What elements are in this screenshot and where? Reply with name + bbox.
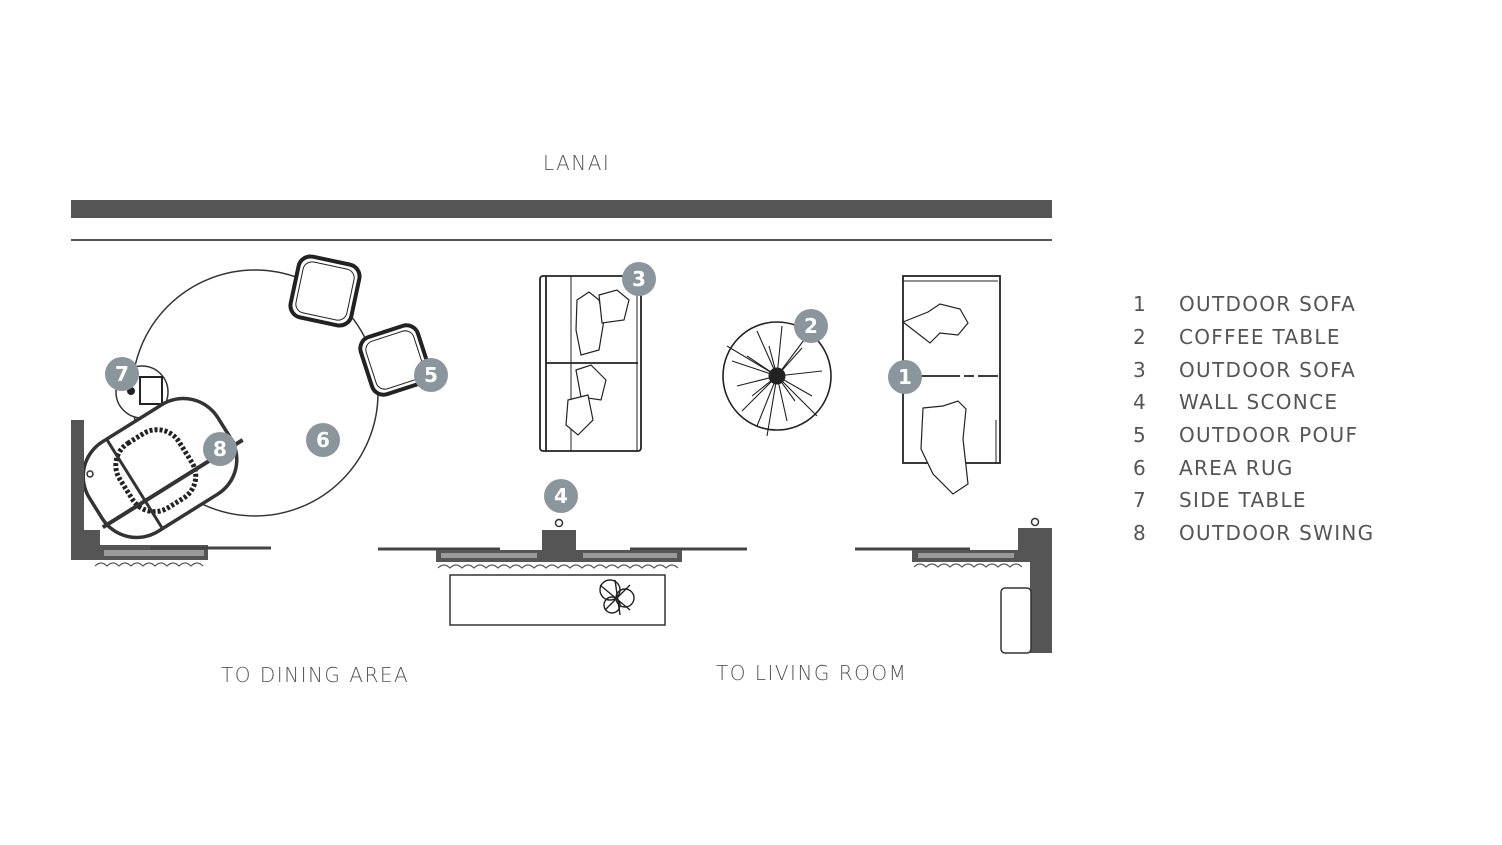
marker-5: 5: [414, 358, 448, 392]
legend-item: 4 WALL SCONCE: [1133, 386, 1374, 419]
console-plant: [599, 579, 635, 616]
marker-3: 3: [622, 262, 656, 296]
left-wall: [71, 420, 208, 560]
legend-number: 8: [1133, 521, 1148, 546]
outdoor-pouf-b: [358, 323, 432, 397]
legend-number: 5: [1133, 423, 1148, 448]
outdoor-sofa-3: [539, 275, 642, 452]
legend-item: 1 OUTDOOR SOFA: [1133, 288, 1374, 321]
legend-label: OUTDOOR SOFA: [1179, 357, 1357, 382]
console-table: [449, 574, 666, 626]
wall-sconce: [542, 530, 576, 558]
legend-label: AREA RUG: [1179, 455, 1294, 480]
outdoor-swing: [81, 396, 244, 540]
room-title: LANAI: [543, 151, 611, 175]
legend-item: 5 OUTDOOR POUF: [1133, 419, 1374, 452]
marker-6: 6: [306, 423, 340, 457]
legend-number: 1: [1133, 292, 1148, 317]
marker-1: 1: [888, 360, 922, 394]
legend-label: OUTDOOR POUF: [1179, 423, 1359, 448]
legend-number: 3: [1133, 357, 1148, 382]
legend-number: 4: [1133, 390, 1148, 415]
outdoor-pouf-a: [288, 254, 362, 328]
legend-label: WALL SCONCE: [1179, 390, 1339, 415]
exit-label-living: TO LIVING ROOM: [716, 661, 908, 685]
legend-number: 6: [1133, 455, 1148, 480]
legend-number: 7: [1133, 488, 1148, 513]
legend-label: OUTDOOR SOFA: [1179, 292, 1357, 317]
outdoor-sofa-1: [901, 275, 1001, 495]
coffee-table: [722, 321, 832, 437]
lanai-wall: [71, 200, 1052, 218]
legend-item: 8 OUTDOOR SWING: [1133, 517, 1374, 550]
wall-cabinet: [1000, 587, 1032, 654]
legend-label: OUTDOOR SWING: [1179, 521, 1375, 546]
marker-8: 8: [203, 432, 237, 466]
marker-7: 7: [105, 357, 139, 391]
marker-4: 4: [544, 479, 578, 513]
right-wall: [912, 528, 1052, 653]
marker-2: 2: [794, 309, 828, 343]
exit-label-dining: TO DINING AREA: [221, 663, 410, 687]
legend-number: 2: [1133, 325, 1148, 350]
legend-label: SIDE TABLE: [1179, 488, 1307, 513]
legend-item: 7 SIDE TABLE: [1133, 484, 1374, 517]
legend-item: 3 OUTDOOR SOFA: [1133, 353, 1374, 386]
legend-label: COFFEE TABLE: [1179, 325, 1341, 350]
legend-item: 2 COFFEE TABLE: [1133, 321, 1374, 354]
legend-item: 6 AREA RUG: [1133, 451, 1374, 484]
